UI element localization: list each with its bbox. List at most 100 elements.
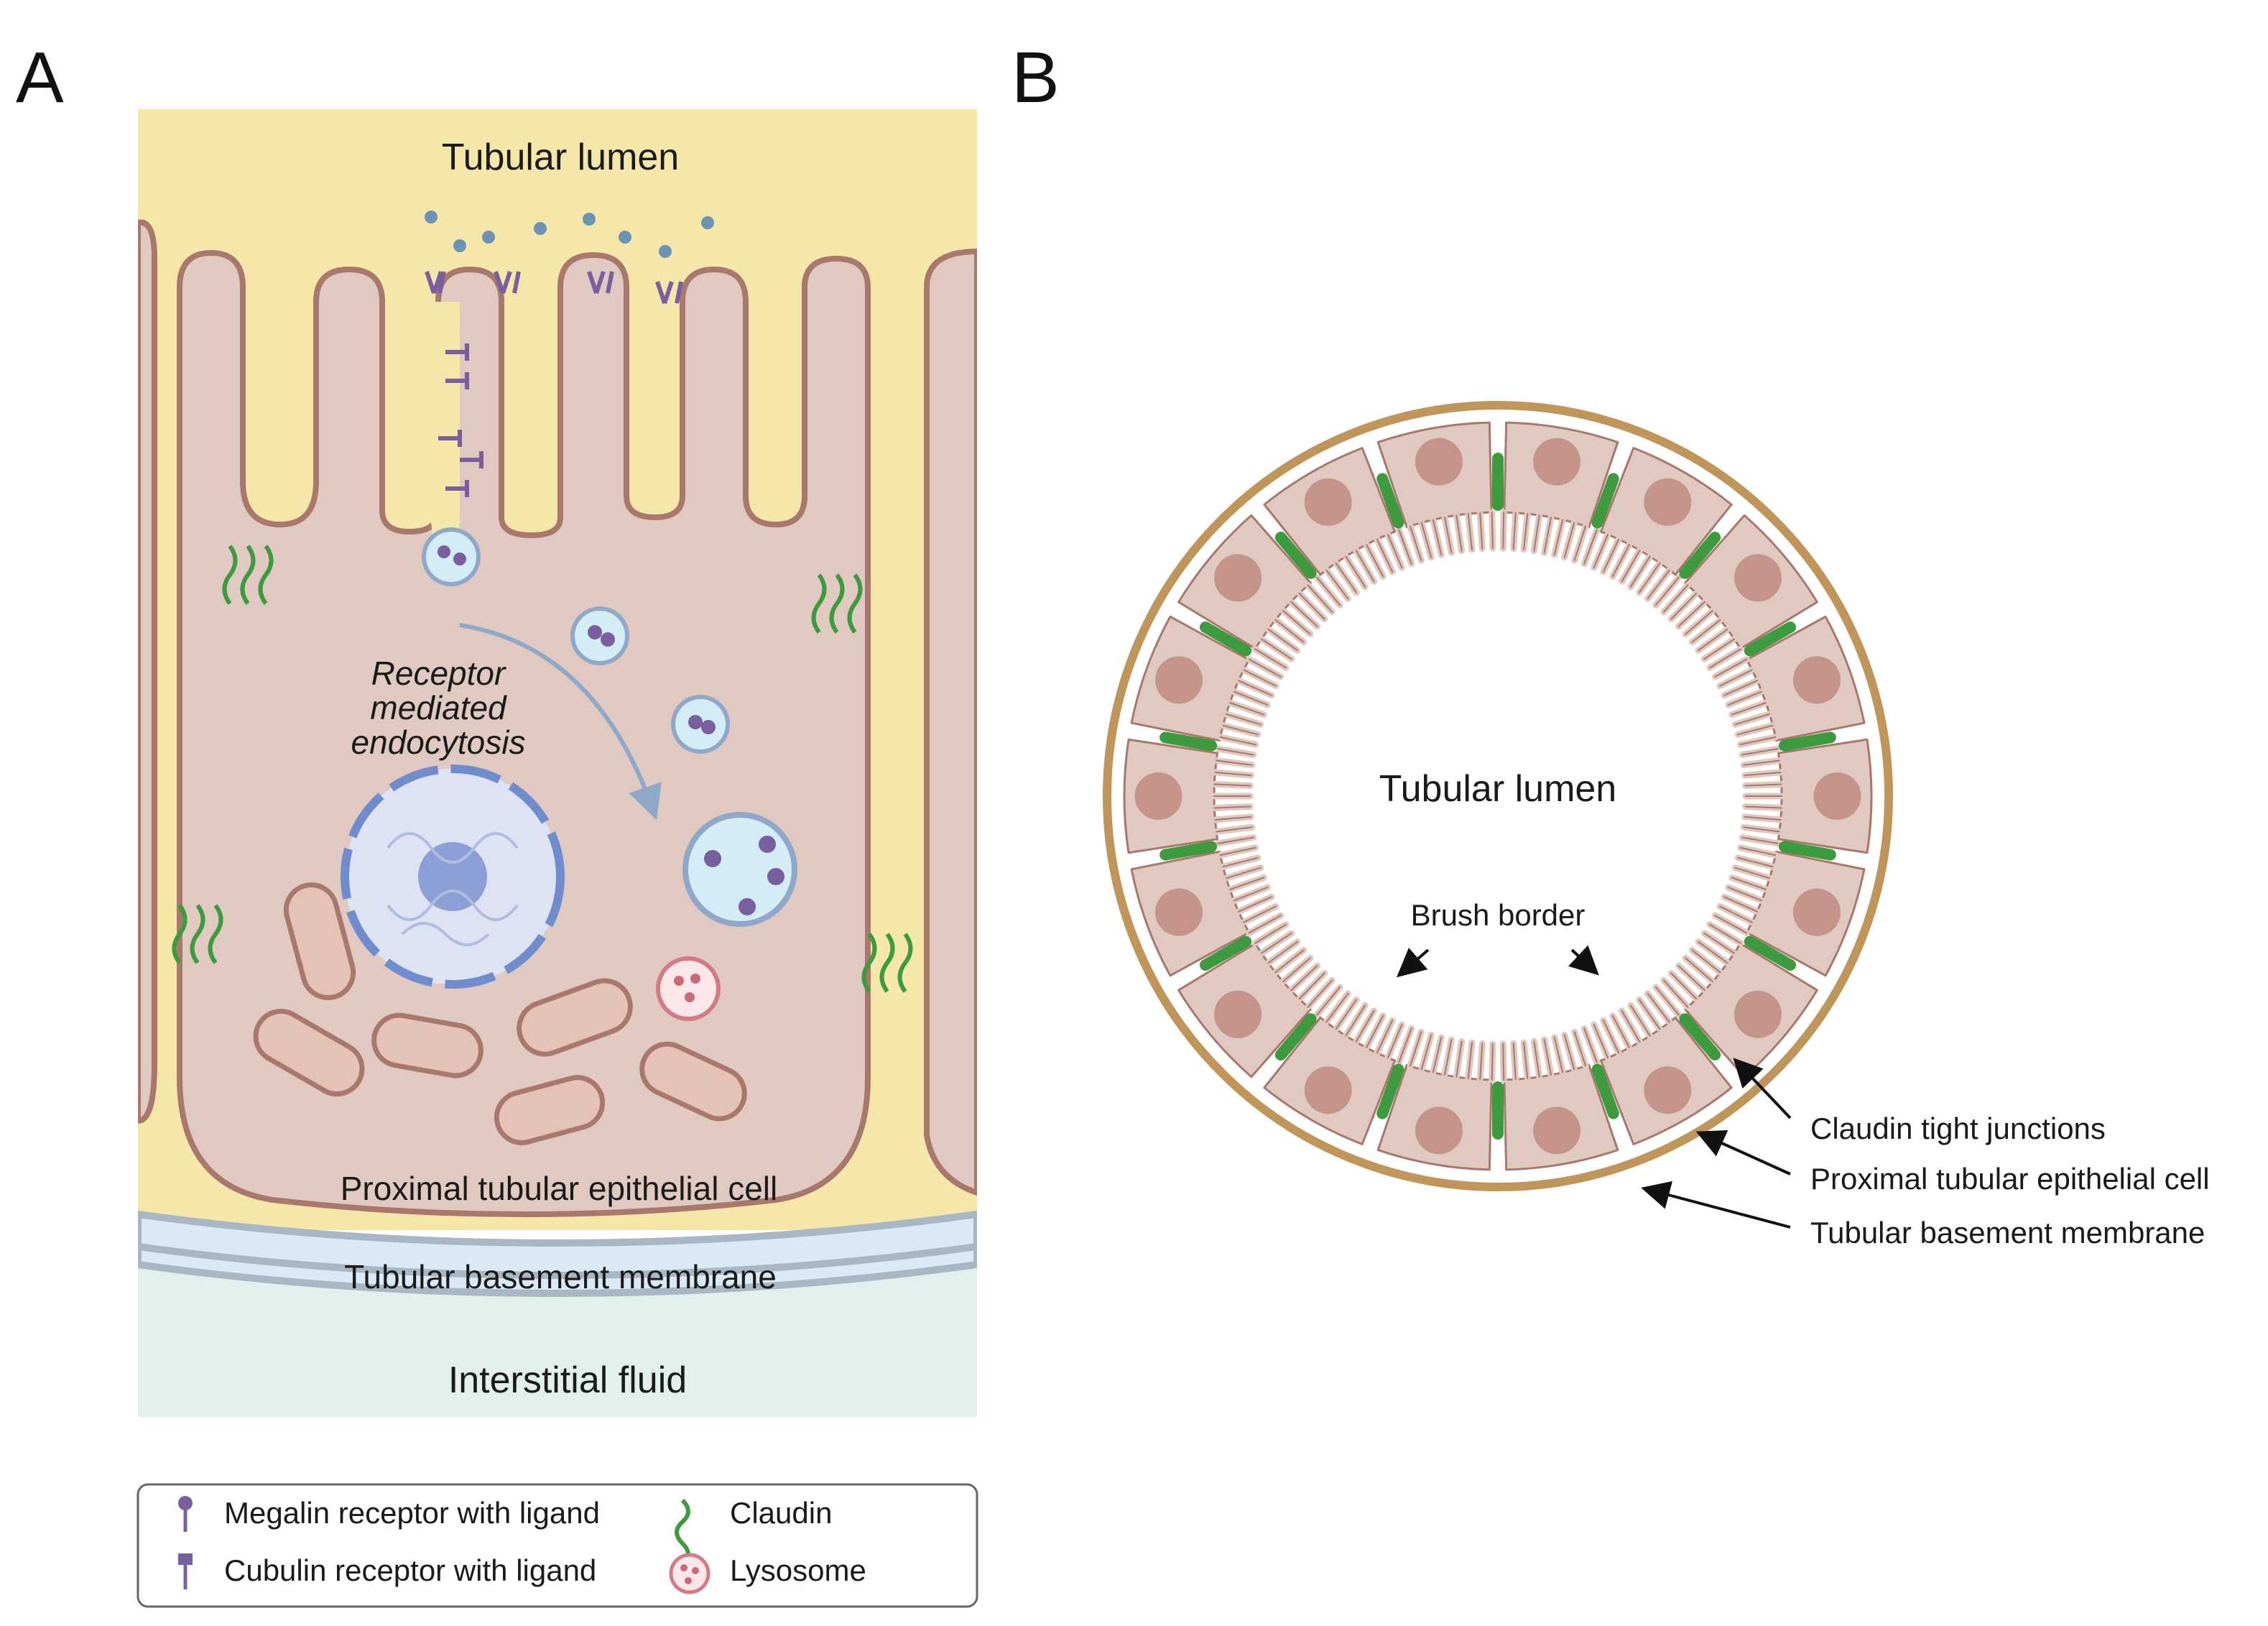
microvillus-outline [1512,1043,1517,1081]
microvillus-outline [1731,877,1767,890]
microvillus-outline [1629,555,1651,588]
panel-a: Tubular lumen Receptor mediated endocyto… [138,109,977,1417]
microvillus-outline [1638,562,1661,593]
microvillus-outline [1248,658,1282,678]
microvillus-outline [1432,1036,1443,1073]
basement-membrane [138,1210,977,1297]
microvillus-outline [1316,986,1341,1016]
microvillus-outline [1512,512,1517,550]
microvillus-outline [1602,538,1620,573]
microvillus-outline [1677,965,1705,992]
microvillus-outline [1420,522,1432,558]
claudin-junction [1160,841,1218,861]
cell-nucleus [1134,772,1182,820]
ligands [425,211,714,258]
microvillus-outline [1222,856,1259,868]
label-basement-b: Tubular basement membrane [1810,1216,2205,1249]
microvillus-outline [1703,638,1736,660]
receptors-tips [425,271,683,304]
microvillus-outline [1647,992,1670,1023]
claudin-junction [1679,531,1721,579]
microvillus-outline [1214,816,1252,821]
microvillus-outline [1621,1010,1641,1043]
microvillus-outline [1714,915,1748,934]
microvillus-outline [1228,877,1265,890]
label-basement-a: Tubular basement membrane [344,1258,777,1295]
microvillus-outline [1744,805,1782,809]
microvillus-outline [1225,713,1262,726]
microvillus-outline [1727,887,1763,902]
microvillus-outline [1502,512,1505,550]
microvillus-outline [1727,690,1763,706]
microvillus-outline [1734,867,1771,879]
microvillus-outline [1602,1020,1620,1054]
microvillus-outline [1432,519,1443,556]
microvillus-outline [1267,941,1298,964]
cell-nucleus [1154,656,1203,704]
microvillus-outline [1443,516,1453,554]
microvillus-outline [1491,1043,1494,1081]
claudin-junction [1744,936,1797,971]
label-cell-b: Proximal tubular epithelial cell [1810,1162,2210,1196]
microvillus-outline [1583,1027,1598,1063]
arrow-cell [1695,1130,1791,1175]
microvillus-outline [1553,1036,1564,1073]
microvillus-outline [1629,1004,1651,1037]
legend-claudin: Claudin [730,1496,832,1530]
panel-label-a: A [16,37,64,118]
microvillus-outline [1523,513,1529,550]
microvillus-outline [1743,826,1780,833]
microvillus-outline [1491,512,1494,550]
receptors-pit [438,343,483,497]
microvillus-outline [1217,748,1254,756]
microvillus-outline [1216,759,1253,766]
label-endocytosis-2: mediated [370,689,507,726]
cell-nucleus [1644,478,1692,526]
microvillus-outline [1698,941,1728,964]
vesicle-receptors [438,545,784,915]
cell-nucleus [1644,1066,1692,1114]
microvillus-outline [1455,1040,1463,1078]
cell-nucleus [1734,554,1782,602]
endocytosis-arrow [459,623,662,821]
microvillus-outline [1479,512,1484,550]
microvillus-outline [1709,923,1741,944]
panel-b: Tubular lumen Brush border Claudin tight… [1103,401,2210,1249]
claudin-junction [1778,731,1836,752]
microvillus-outline [1254,648,1287,669]
label-tubular-lumen-b: Tubular lumen [1379,768,1616,810]
microvillus-outline [1621,549,1641,583]
basement-membrane-line [138,1243,977,1279]
legend: Megalin receptor with ligand Cubulin rec… [136,1483,978,1608]
microvillus-outline [1739,736,1777,746]
microvillus-outline [1723,680,1758,696]
microvillus-outline [1335,999,1358,1030]
microvillus-outline [1243,905,1277,923]
claudins [172,545,913,993]
label-cell-a: Proximal tubular epithelial cell [341,1170,778,1207]
microvillus-outline [1260,638,1292,660]
microvillus-outline [1282,609,1311,635]
microvillus-outline [1398,529,1412,565]
microvillus-outline [1719,905,1753,923]
microvillus-outline [1365,543,1384,578]
microvillus-outline [1260,932,1292,954]
cell-nucleus [1415,1107,1463,1155]
claudin-junction [1679,1013,1721,1061]
cell-nucleus [1214,554,1262,602]
microvillus-outline [1691,949,1721,974]
microvillus-outline [1387,533,1403,568]
cell-nucleus [1154,888,1203,936]
microvillus-outline [1267,628,1298,652]
panel-label-b: B [1012,37,1060,118]
microvillus-outline [1662,584,1689,613]
microvillus-outline [1583,529,1598,565]
microvillus-outline [1467,1042,1473,1079]
microvillus-outline [1216,826,1253,833]
legend-megalin: Megalin receptor with ligand [224,1496,600,1530]
microvillus-outline [1523,1042,1529,1079]
arrow-brush-left [1396,947,1430,978]
nucleolus [418,842,487,911]
lysosome-contents [674,974,700,1002]
microvillus-outline [1723,896,1758,913]
